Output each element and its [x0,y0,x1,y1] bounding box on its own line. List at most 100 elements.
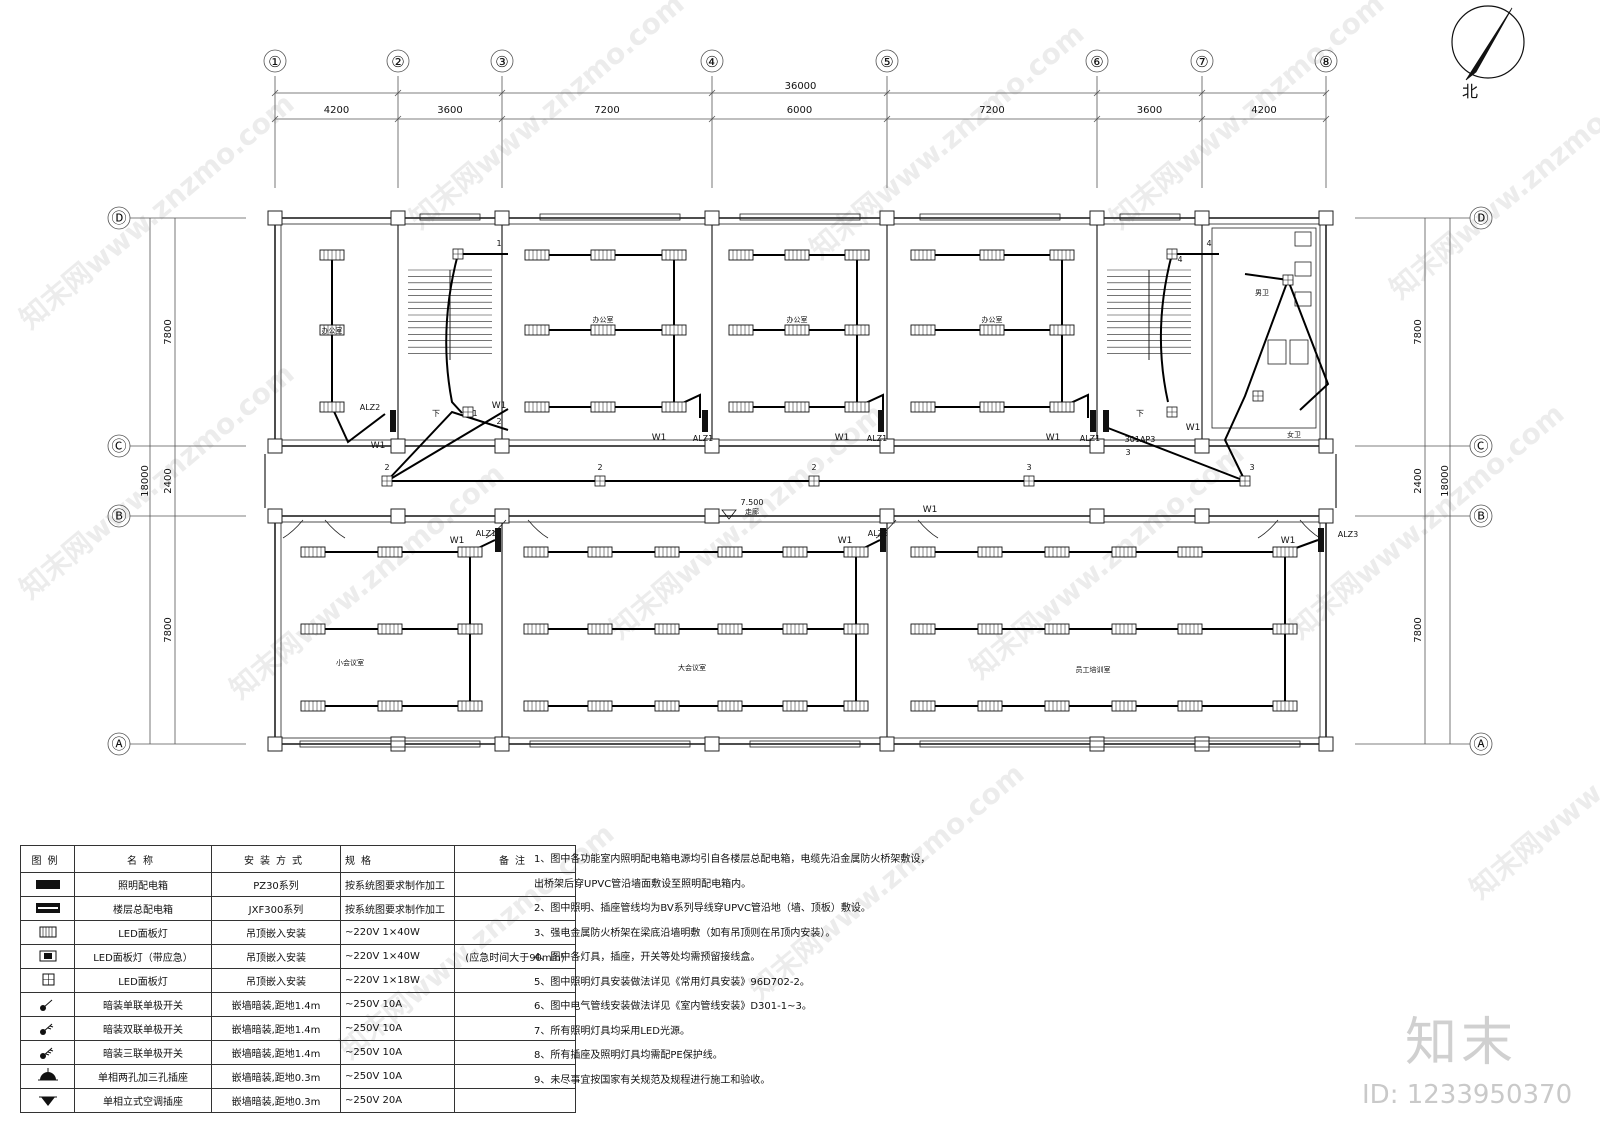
legend-row: LED面板灯吊顶嵌入安装~220V 1×18W [20,968,576,993]
led-panel [377,700,403,712]
column [1194,736,1210,752]
led-panel [300,700,326,712]
dim-tick [1322,115,1330,123]
toilet-block [1211,227,1317,429]
legend-symbol [20,992,75,1017]
axis-label-top: ① [268,53,281,71]
led-panel [784,401,810,413]
column [1318,736,1334,752]
panel-tag: ALZ1 [867,434,888,443]
circuit-tag-w1: W1 [371,441,386,451]
dimension-span: 3600 [1137,105,1162,116]
led-panel [717,700,743,712]
column [494,508,510,524]
led-panel [1111,700,1137,712]
column [879,210,895,226]
room-label-training: 员工培训室 [1076,665,1111,674]
circuit-tag-w1: W1 [1281,536,1296,546]
socket-icon [37,1068,58,1081]
dim-tick [1198,115,1206,123]
circuit-number: 1 [472,409,477,418]
led-panel [1177,623,1203,635]
switch-2-icon [39,1023,53,1035]
axis-grid [107,5,1525,756]
axis-label-top: ⑥ [1090,53,1103,71]
led-panel [654,546,680,558]
legend-note [454,1088,576,1113]
dimension-side: 7800 [1413,617,1424,642]
circuit-number: 2 [597,463,602,472]
panel-tag: ALZ2 [360,403,381,412]
watermark-id: ID: 1233950370 [1362,1080,1573,1110]
led-panel [979,401,1005,413]
led-panel [661,249,687,261]
door-swing [1299,519,1321,539]
legend-spec: ~220V 1×18W [340,968,455,993]
led-panel [523,623,549,635]
legend-name: 暗装双联单极开关 [74,1016,212,1041]
wc-stall [1294,261,1312,277]
legend-note [454,992,576,1017]
legend-header-symbol: 图例 [20,845,75,873]
room-label-womens-wc: 女卫 [1287,430,1301,439]
south-block-inner [280,521,1321,739]
dimension-total: 36000 [785,81,817,92]
circuit-tag-w1: W1 [492,401,507,411]
axis-label-side: Ⓑ [1473,507,1488,525]
legend-note [454,1064,576,1089]
column [704,508,720,524]
led-panel [843,623,869,635]
led-panel [1272,623,1298,635]
dimension-span: 7200 [979,105,1004,116]
led-panel [910,546,936,558]
legend-name: 单相立式空调插座 [74,1088,212,1113]
legend-spec: ~250V 10A [340,1064,455,1089]
stair-down-mark: 下 [432,409,440,418]
legend-symbol [20,1016,75,1041]
box-open-icon [35,903,60,913]
dimension-side: 7800 [163,617,174,642]
distribution-box [702,410,708,432]
watermark-text: 知末网www.znzmo.com [803,17,1090,265]
legend-symbol [20,1040,75,1065]
dim-tick [1198,89,1206,97]
led-panel [979,324,1005,336]
led-panel [1044,700,1070,712]
circuit-tag-w1: W1 [838,536,853,546]
legend-name: LED面板灯 [74,920,212,945]
legend-spec: ~250V 20A [340,1088,455,1113]
note-line: 2、图中照明、插座管线均为BV系列导线穿UPVC管沿地（墙、顶板）敷设。 [534,903,871,914]
axis-bubble [1190,49,1214,73]
axis-label-top: ③ [495,53,508,71]
led-panel [1272,546,1298,558]
dimension-span: 7200 [594,105,619,116]
door-swing [527,519,549,539]
led-panel [1044,546,1070,558]
led-small [381,475,393,487]
axis-bubble [490,49,514,73]
led-panel [977,700,1003,712]
distribution-box [390,410,396,432]
wire-run [673,255,701,418]
dim-tick [708,89,716,97]
column [879,736,895,752]
circuit-number: 3 [1125,448,1130,457]
window-north [419,213,481,221]
axis-label-top: ② [391,53,404,71]
column [1194,508,1210,524]
column [1318,508,1334,524]
circuit-number: 4 [1206,239,1211,248]
led-panel [844,324,870,336]
column [267,508,283,524]
urinal [1289,339,1309,365]
legend-mount: 嵌墙暗装,距地0.3m [211,1064,341,1089]
panel-tag: ALZ3 [868,529,889,538]
led-small [1252,390,1264,402]
axis-bubble [1314,49,1338,73]
watermark-text: 知末网www.znzmo.com [223,457,510,705]
legend-symbol [20,1088,75,1113]
circuit-number: 2 [496,417,501,426]
level-symbol [721,509,737,520]
axis-label-top: ⑤ [880,53,893,71]
window-north [739,213,861,221]
